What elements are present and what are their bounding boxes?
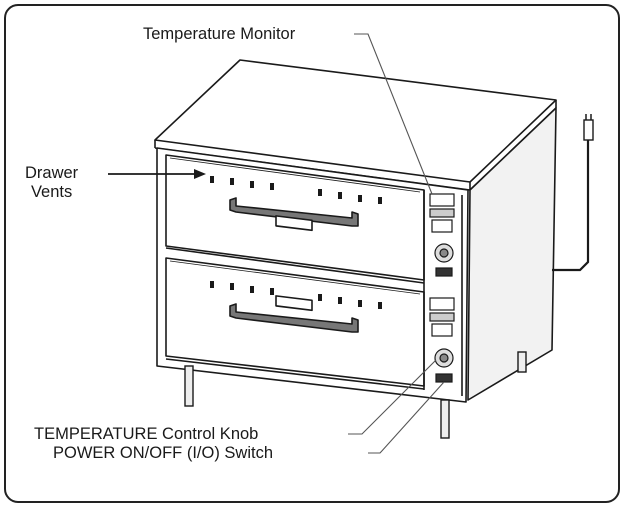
- temperature-monitor-label: Temperature Monitor: [143, 25, 296, 43]
- temperature-control-knob-label: TEMPERATURE Control Knob: [34, 425, 259, 443]
- leader-knob: [348, 359, 437, 435]
- cabinet-side: [467, 107, 557, 401]
- plug: [583, 119, 594, 141]
- power-cord: [552, 140, 590, 272]
- leader-switch: [368, 381, 445, 454]
- upper-power-switch: [435, 267, 453, 277]
- drawer-vents-label: Drawer Vents: [25, 164, 78, 202]
- upper-handle: [229, 197, 359, 227]
- upper-control-panel: [429, 193, 455, 277]
- lower-temperature-monitor-display: [429, 297, 455, 311]
- leader-temperature-monitor: [354, 33, 433, 195]
- power-switch-label: POWER ON/OFF (I/O) Switch: [53, 444, 274, 462]
- lower-drawer-vents: [210, 281, 382, 309]
- drawer-vents-label-line1: Drawer: [25, 164, 79, 182]
- upper-drawer-vents: [210, 176, 382, 204]
- upper-label-plate: [275, 215, 313, 232]
- lower-power-switch: [435, 373, 453, 383]
- drawer-vents-arrowhead: [194, 169, 206, 179]
- drawer-vents-label-line2: Vents: [30, 183, 73, 201]
- lower-label-plate: [275, 295, 313, 312]
- legs: [184, 351, 527, 439]
- upper-temperature-monitor-display: [429, 193, 455, 207]
- lower-handle: [229, 303, 359, 333]
- lower-control-panel: [429, 297, 455, 383]
